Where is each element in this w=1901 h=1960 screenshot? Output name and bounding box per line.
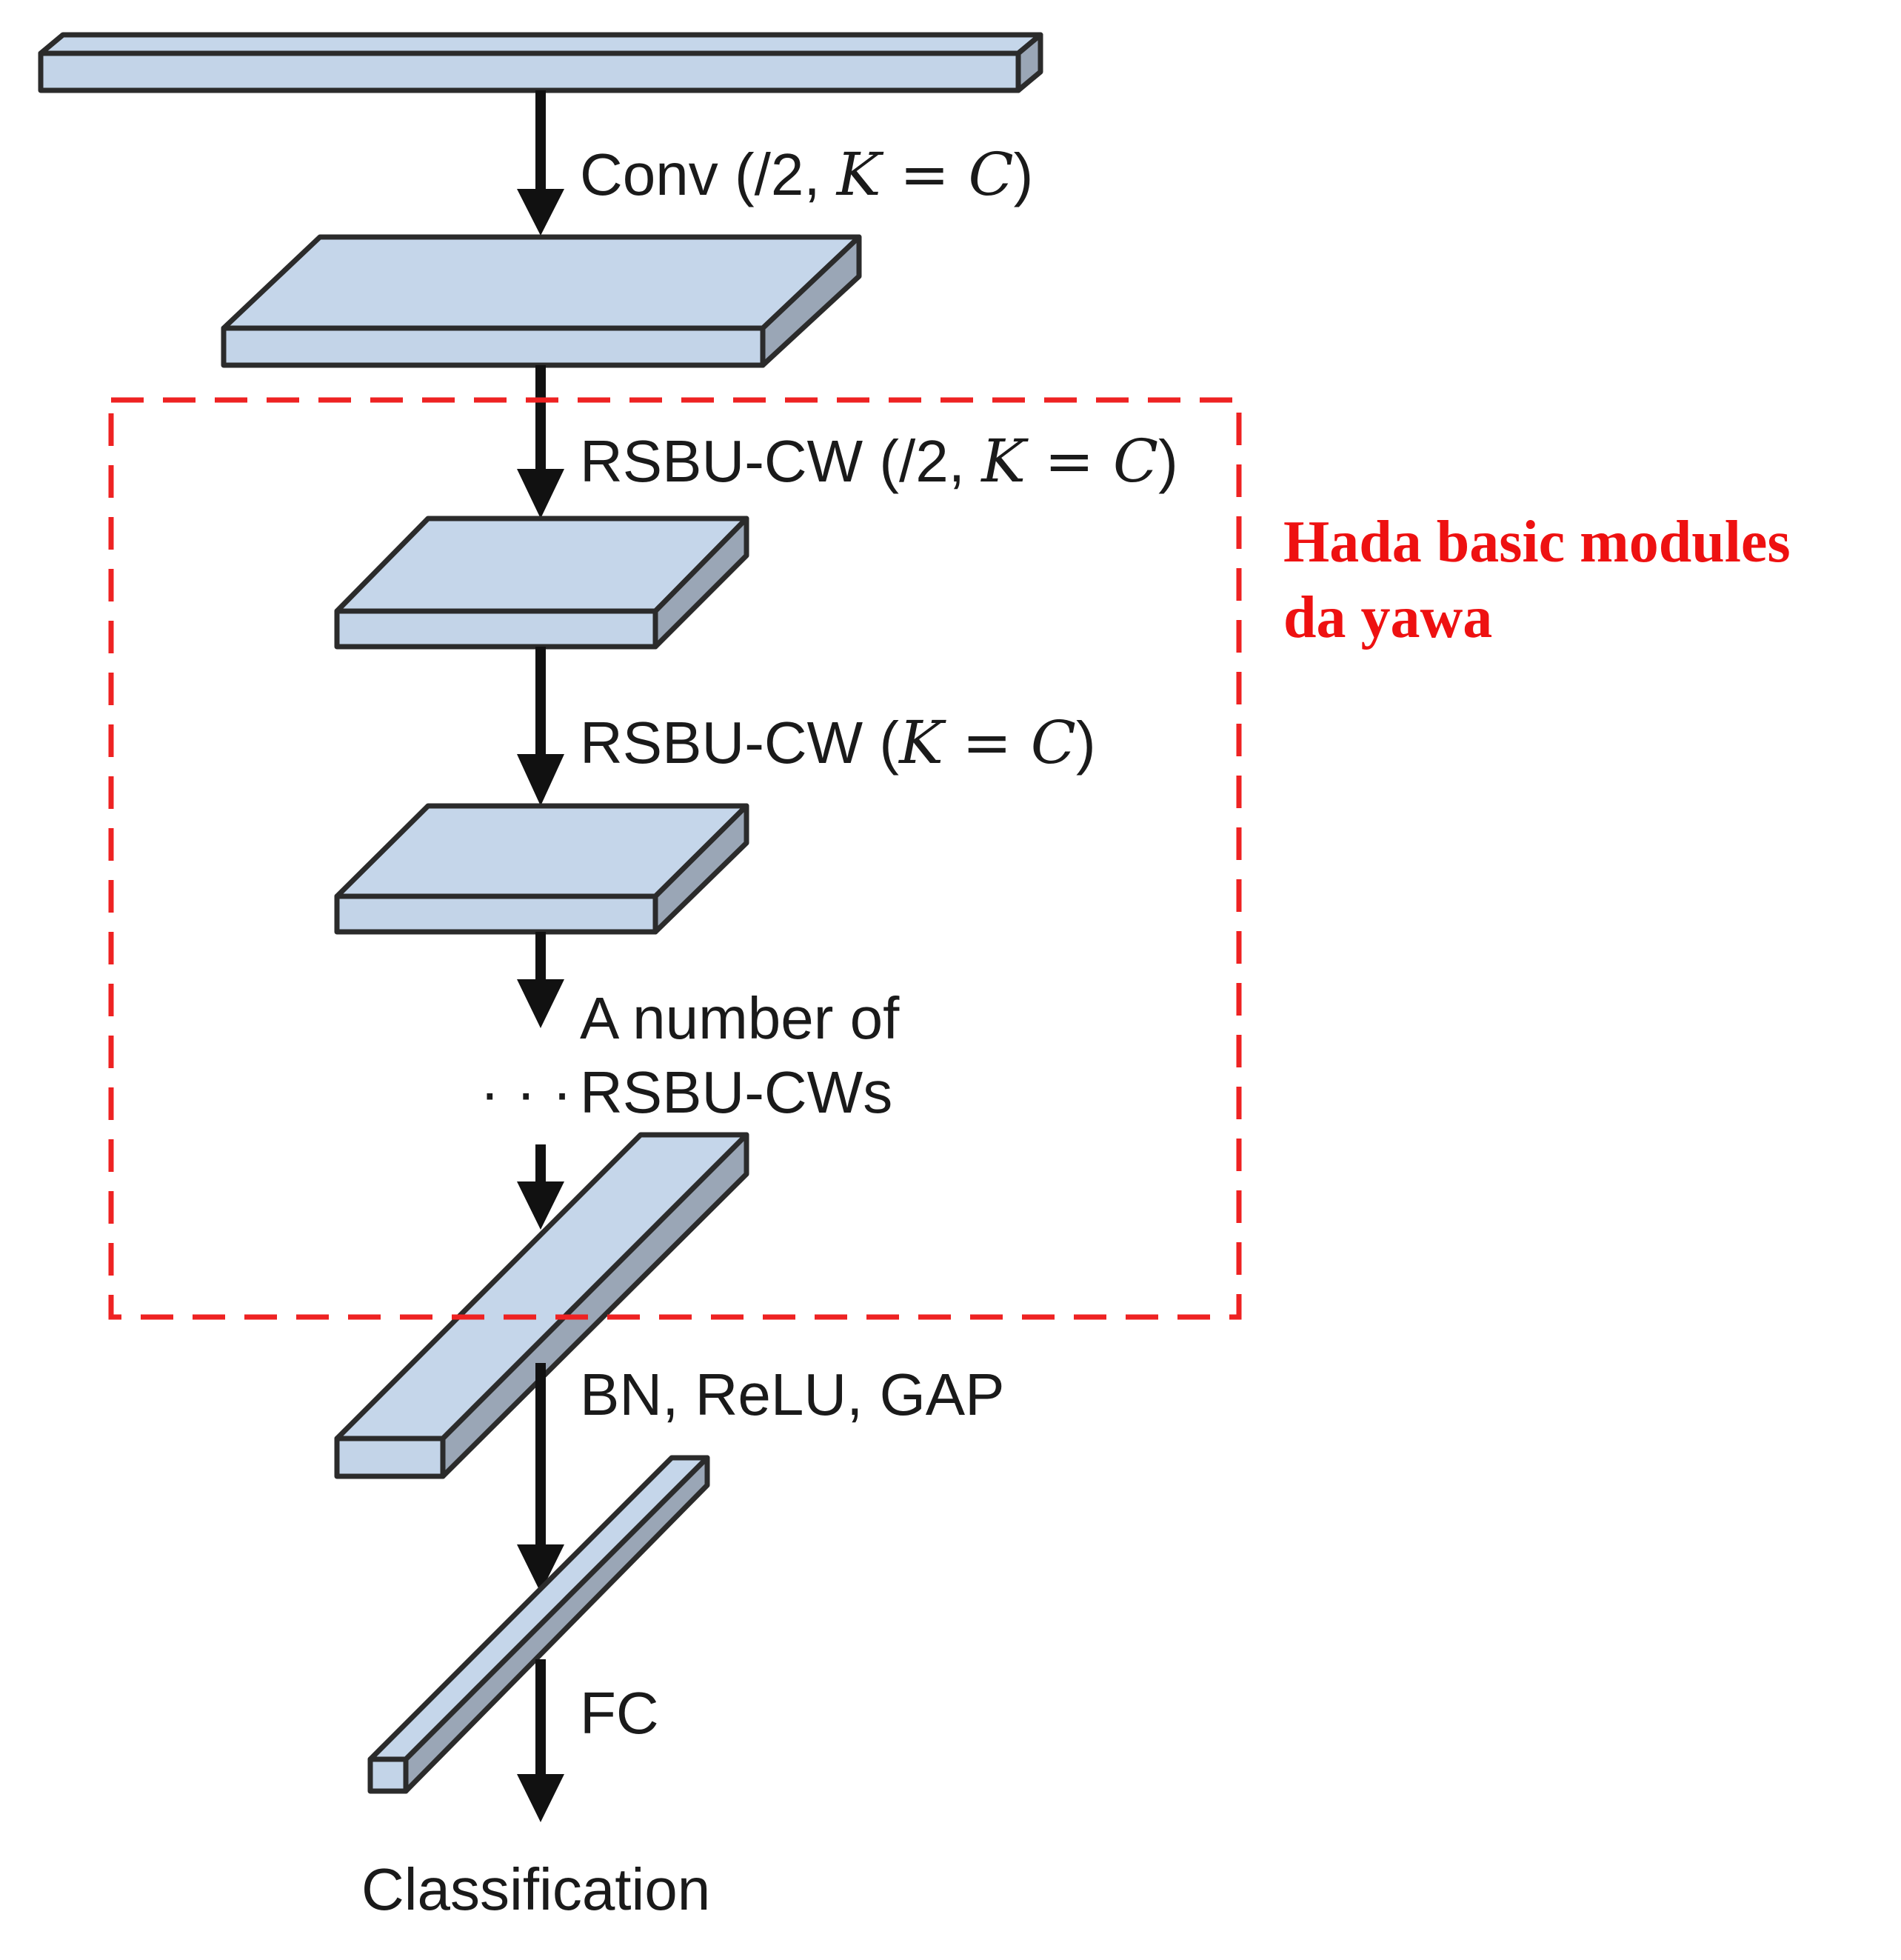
label-a-number-of: A number of: [580, 985, 900, 1051]
fc-block: [367, 1455, 710, 1794]
label-rsbu-cw-1: RSBU-CW (/2, K = C): [580, 427, 1178, 496]
label-fc: FC: [580, 1680, 659, 1746]
label-rsbu-cw-2: RSBU-CW (K = C): [580, 708, 1096, 777]
basic-modules-dashed-box: [108, 397, 1242, 1320]
arrow-bn-relu-gap: [517, 1363, 564, 1593]
last-feature-block: [334, 1132, 749, 1479]
conv-output-block: [221, 234, 862, 368]
arrow-conv: [517, 90, 564, 236]
label-conv: Conv (/2, K = C): [580, 140, 1033, 209]
arrow-to-last-block: [517, 1144, 564, 1230]
input-layer-block: [38, 32, 1043, 93]
annotation-line-2: da yawa: [1283, 585, 1492, 650]
label-classification: Classification: [361, 1856, 710, 1922]
label-rsbu-cws: RSBU-CWs: [580, 1059, 892, 1125]
annotation-line-1: Hada basic modules: [1283, 510, 1791, 575]
label-bn-relu-gap: BN, ReLU, GAP: [580, 1361, 1005, 1427]
arrow-rsbu-1: [517, 365, 564, 519]
arrow-fc: [517, 1659, 564, 1822]
ellipsis-icon: · · ·: [480, 1059, 572, 1125]
rsbu-cw-block-2: [334, 803, 749, 935]
rsbu-cw-block-1: [334, 516, 749, 650]
arrow-more-rsbu: [517, 932, 564, 1028]
arrow-rsbu-2: [517, 647, 564, 806]
